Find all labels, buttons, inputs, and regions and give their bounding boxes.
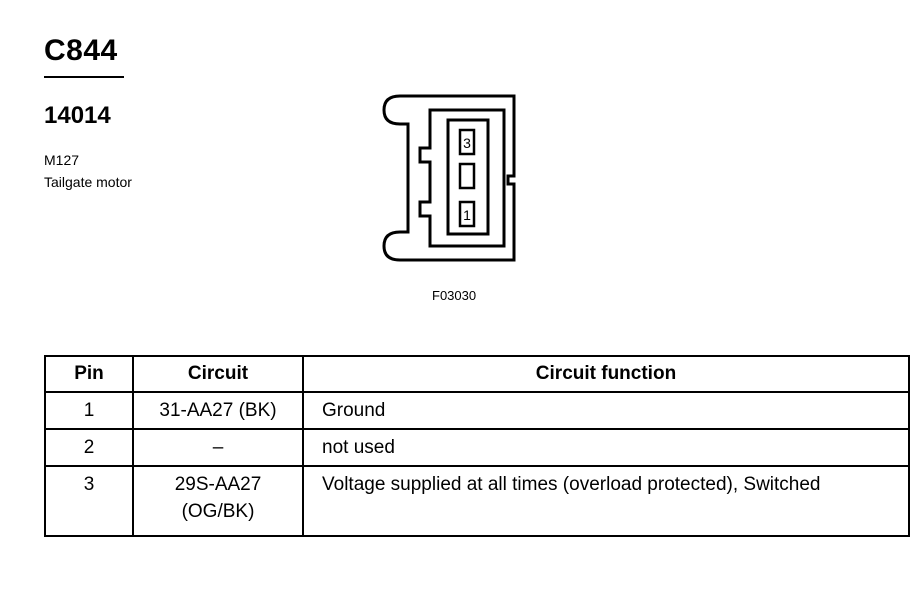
pin-1-label: 1 — [463, 207, 471, 223]
circuit-code: 29S-AA27 — [174, 474, 262, 495]
component-code: M127 — [44, 152, 80, 168]
connector-face-diagram: 3 1 — [382, 94, 516, 262]
circuit-cell: – — [132, 428, 304, 467]
pin-3-terminal — [458, 128, 476, 156]
figure-code: F03030 — [432, 288, 477, 303]
component-name: Tailgate motor — [44, 174, 132, 190]
title-underline — [44, 76, 124, 78]
pin-1-terminal — [458, 200, 476, 228]
circuit-wire-color: (OG/BK) — [181, 501, 255, 522]
pin-cell: 3 — [44, 465, 134, 537]
table-header-row: Pin Circuit Circuit function — [44, 355, 910, 393]
function-cell: Voltage supplied at all times (overload … — [302, 465, 910, 537]
function-cell: not used — [302, 428, 910, 467]
pin-3-label: 3 — [463, 135, 471, 151]
circuit-cell: 29S-AA27 (OG/BK) — [132, 465, 304, 537]
part-number: 14014 — [44, 102, 111, 129]
connector-housing-outline — [382, 94, 516, 262]
connector-inner-outline — [418, 108, 506, 248]
table-row: 1 31-AA27 (BK) Ground — [44, 391, 910, 430]
pin-table: Pin Circuit Circuit function 1 31-AA27 (… — [44, 355, 910, 537]
connector-id: C844 — [44, 34, 118, 67]
table-row: 2 – not used — [44, 428, 910, 467]
pin-cell: 1 — [44, 391, 134, 430]
header-pin: Pin — [44, 355, 134, 393]
pin-cell: 2 — [44, 428, 134, 467]
pin-2-terminal — [458, 162, 476, 190]
terminal-cavity-outline — [446, 118, 490, 236]
header-circuit: Circuit — [132, 355, 304, 393]
table-row: 3 29S-AA27 (OG/BK) Voltage supplied at a… — [44, 465, 910, 537]
header-circuit-function: Circuit function — [302, 355, 910, 393]
function-cell: Ground — [302, 391, 910, 430]
circuit-cell: 31-AA27 (BK) — [132, 391, 304, 430]
